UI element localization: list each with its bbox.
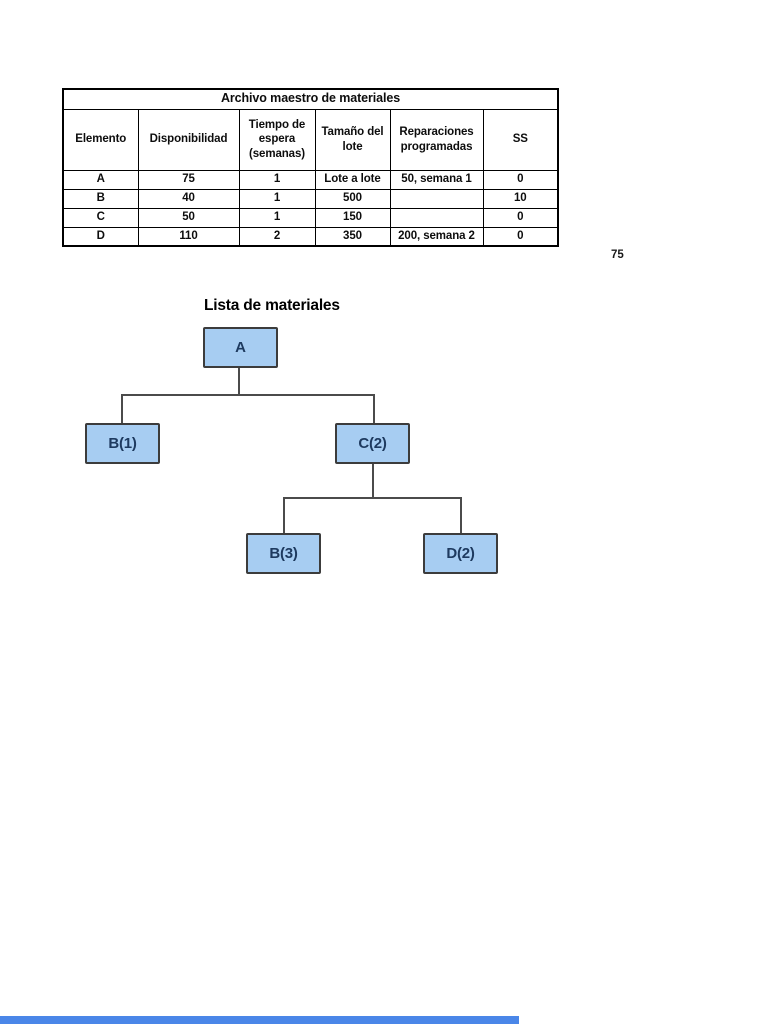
table-row-d: D 110 2 350 200, semana 2 0 bbox=[62, 226, 559, 247]
table-header-tamano-lote: Tamaño del lote bbox=[314, 108, 391, 171]
tree-connector-line bbox=[283, 497, 462, 499]
table-cell: 40 bbox=[137, 188, 240, 209]
table-cell: C bbox=[62, 207, 139, 228]
tree-node-c2: C(2) bbox=[335, 423, 410, 464]
table-cell: 350 bbox=[314, 226, 391, 247]
tree-connector-line bbox=[372, 464, 374, 498]
table-header-tiempo-espera: Tiempo de espera (semanas) bbox=[238, 108, 316, 171]
tree-connector-line bbox=[121, 394, 375, 396]
table-header-elemento: Elemento bbox=[62, 108, 139, 171]
table-cell: 50, semana 1 bbox=[389, 169, 484, 190]
table-cell: 110 bbox=[137, 226, 240, 247]
table-cell: 0 bbox=[482, 169, 559, 190]
tree-connector-line bbox=[283, 498, 285, 533]
diagram-title: Lista de materiales bbox=[204, 297, 340, 314]
table-cell: 75 bbox=[137, 169, 240, 190]
table-cell: 1 bbox=[238, 188, 316, 209]
table-row-c: C 50 1 150 0 bbox=[62, 207, 559, 228]
table-cell: 1 bbox=[238, 207, 316, 228]
table-cell: D bbox=[62, 226, 139, 247]
tree-node-b3: B(3) bbox=[246, 533, 321, 574]
table-cell: 50 bbox=[137, 207, 240, 228]
tree-connector-line bbox=[238, 368, 240, 395]
table-header-row: Elemento Disponibilidad Tiempo de espera… bbox=[62, 108, 559, 171]
table-title-row: Archivo maestro de materiales bbox=[62, 88, 559, 110]
table-cell: 10 bbox=[482, 188, 559, 209]
table-title: Archivo maestro de materiales bbox=[62, 88, 559, 110]
table-cell bbox=[389, 207, 484, 228]
table-cell: 500 bbox=[314, 188, 391, 209]
table-cell: 0 bbox=[482, 226, 559, 247]
tree-connector-line bbox=[460, 498, 462, 533]
table-cell: 1 bbox=[238, 169, 316, 190]
table-cell: 0 bbox=[482, 207, 559, 228]
table-cell: 200, semana 2 bbox=[389, 226, 484, 247]
tree-connector-line bbox=[373, 395, 375, 423]
page-number: 75 bbox=[611, 249, 624, 261]
tree-node-d2: D(2) bbox=[423, 533, 498, 574]
table-header-reparaciones: Reparaciones programadas bbox=[389, 108, 484, 171]
tree-node-b1: B(1) bbox=[85, 423, 160, 464]
table-cell: B bbox=[62, 188, 139, 209]
bottom-blue-bar bbox=[0, 1016, 519, 1024]
tree-connector-line bbox=[121, 395, 123, 423]
table-cell: 150 bbox=[314, 207, 391, 228]
table-cell bbox=[389, 188, 484, 209]
table-cell: 2 bbox=[238, 226, 316, 247]
table-row-a: A 75 1 Lote a lote 50, semana 1 0 bbox=[62, 169, 559, 190]
materials-master-table: Archivo maestro de materiales Elemento D… bbox=[62, 88, 560, 247]
tree-node-a: A bbox=[203, 327, 278, 368]
table-cell: Lote a lote bbox=[314, 169, 391, 190]
table-header-disponibilidad: Disponibilidad bbox=[137, 108, 240, 171]
table-header-ss: SS bbox=[482, 108, 559, 171]
table-row-b: B 40 1 500 10 bbox=[62, 188, 559, 209]
table-cell: A bbox=[62, 169, 139, 190]
